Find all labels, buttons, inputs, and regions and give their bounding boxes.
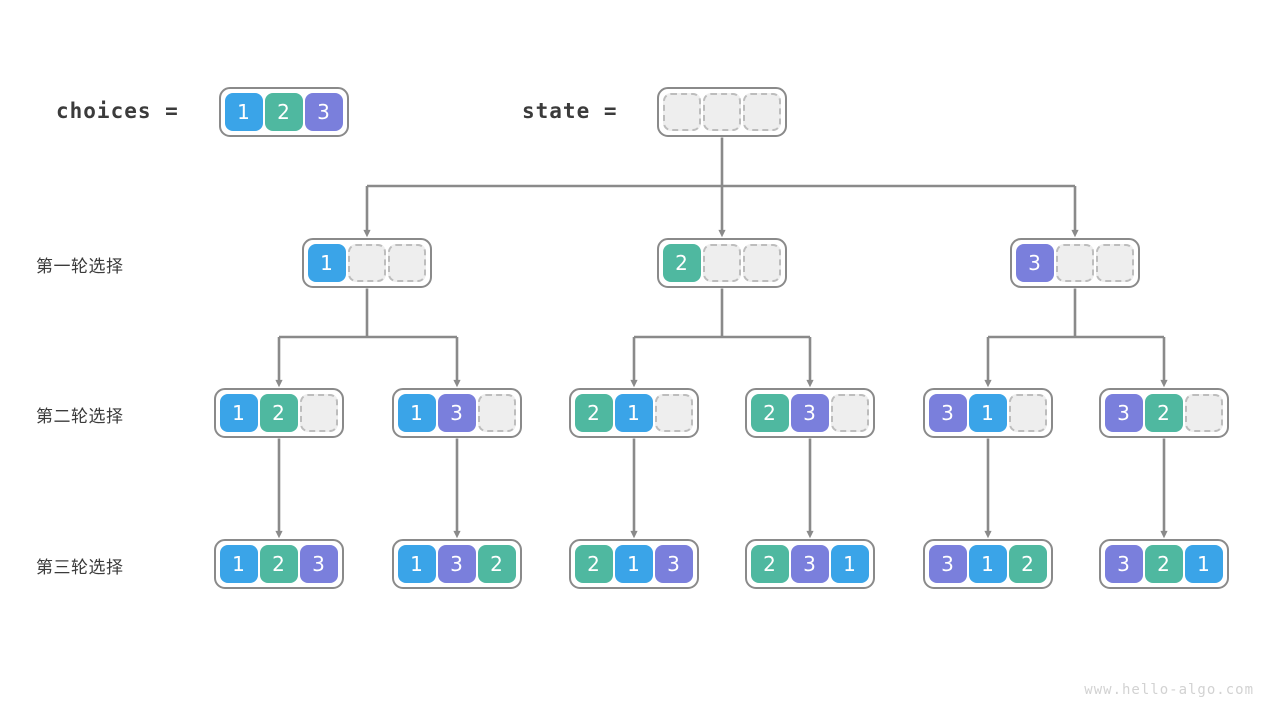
l3n4-cell-0: 3 xyxy=(928,544,967,583)
l2n1-cell-2 xyxy=(477,393,516,432)
l2n1-cell-1: 3 xyxy=(437,393,476,432)
l2n0-cell-1: 2 xyxy=(259,393,298,432)
l2n2-cell-2 xyxy=(654,393,693,432)
state-node-l1-0: 1 xyxy=(301,237,432,288)
l1n1-cell-1 xyxy=(702,243,741,282)
l3n1-cell-0: 1 xyxy=(397,544,436,583)
l2n1-cell-0: 1 xyxy=(397,393,436,432)
l2n3-cell-1: 3 xyxy=(790,393,829,432)
l1n2-cell-0: 3 xyxy=(1015,243,1054,282)
state-cell-1 xyxy=(702,92,741,131)
l2n5-cell-0: 3 xyxy=(1104,393,1143,432)
l3n4-cell-2: 2 xyxy=(1008,544,1047,583)
state-label: state = xyxy=(522,99,618,123)
l2n4-cell-2 xyxy=(1008,393,1047,432)
l2n4-cell-0: 3 xyxy=(928,393,967,432)
state-cell-2 xyxy=(742,92,781,131)
l3n1-cell-2: 2 xyxy=(477,544,516,583)
choices-cell-1: 2 xyxy=(264,92,303,131)
l1n1-cell-0: 2 xyxy=(662,243,701,282)
choices-cell-0: 1 xyxy=(224,92,263,131)
l2n3-cell-2 xyxy=(830,393,869,432)
l3n2-cell-0: 2 xyxy=(574,544,613,583)
state-array xyxy=(656,86,787,137)
l3n5-cell-2: 1 xyxy=(1184,544,1223,583)
l1n0-cell-0: 1 xyxy=(307,243,346,282)
l3n3-cell-2: 1 xyxy=(830,544,869,583)
state-node-l1-2: 3 xyxy=(1009,237,1140,288)
l3n5-cell-1: 2 xyxy=(1144,544,1183,583)
site-watermark: www.hello-algo.com xyxy=(1084,682,1254,698)
row-label-round-2: 第二轮选择 xyxy=(36,407,124,427)
choices-label: choices = xyxy=(56,99,179,123)
l2n0-cell-2 xyxy=(299,393,338,432)
l2n2-cell-1: 1 xyxy=(614,393,653,432)
l3n0-cell-1: 2 xyxy=(259,544,298,583)
l3n4-cell-1: 1 xyxy=(968,544,1007,583)
l2n3-cell-0: 2 xyxy=(750,393,789,432)
l2n5-cell-2 xyxy=(1184,393,1223,432)
row-label-round-1: 第一轮选择 xyxy=(36,257,124,277)
l3n2-cell-1: 1 xyxy=(614,544,653,583)
l2n4-cell-1: 1 xyxy=(968,393,1007,432)
state-cell-0 xyxy=(662,92,701,131)
l3n3-cell-1: 3 xyxy=(790,544,829,583)
l3n5-cell-0: 3 xyxy=(1104,544,1143,583)
l2n0-cell-0: 1 xyxy=(219,393,258,432)
row-label-round-3: 第三轮选择 xyxy=(36,558,124,578)
l2n2-cell-0: 2 xyxy=(574,393,613,432)
l1n2-cell-1 xyxy=(1055,243,1094,282)
l3n0-cell-0: 1 xyxy=(219,544,258,583)
l3n1-cell-1: 3 xyxy=(437,544,476,583)
l3n3-cell-0: 2 xyxy=(750,544,789,583)
l1n1-cell-2 xyxy=(742,243,781,282)
choices-cell-2: 3 xyxy=(304,92,343,131)
l2n5-cell-1: 2 xyxy=(1144,393,1183,432)
l3n2-cell-2: 3 xyxy=(654,544,693,583)
l1n2-cell-2 xyxy=(1095,243,1134,282)
l1n0-cell-1 xyxy=(347,243,386,282)
state-node-l1-1: 2 xyxy=(656,237,787,288)
l3n0-cell-2: 3 xyxy=(299,544,338,583)
l1n0-cell-2 xyxy=(387,243,426,282)
